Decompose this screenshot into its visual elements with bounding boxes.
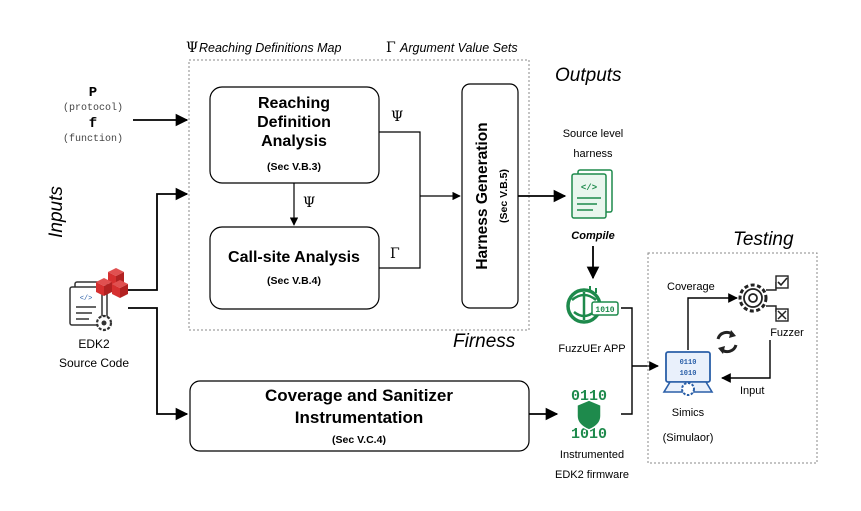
hg-sec: (Sec V.B.5) — [498, 169, 510, 223]
instr-line2: Instrumentation — [295, 408, 423, 427]
firmware-label-line1: Instrumented — [560, 449, 624, 461]
edk2-to-instrumentation-arrow — [128, 307, 189, 421]
outputs-to-simics-line — [621, 307, 633, 415]
rda-sec: (Sec V.B.3) — [267, 161, 321, 173]
function-letter: f — [89, 116, 97, 132]
harness-label-line1: Source level — [563, 128, 624, 140]
source-code-glyph: </> — [80, 295, 93, 303]
psi-label-a: Ψ — [391, 109, 403, 125]
firness-container — [188, 59, 530, 331]
csa-to-harness-line — [379, 196, 421, 269]
input-label: Input — [740, 385, 764, 397]
fuzzer-label: Fuzzer — [770, 327, 804, 339]
function-desc: (function) — [63, 133, 123, 145]
simics-computer-icon: 0110 1010 — [662, 351, 714, 396]
cycle-icon — [716, 330, 738, 354]
outputs-title: Outputs — [555, 65, 622, 86]
coverage-label: Coverage — [667, 281, 715, 293]
rda-line2: Definition — [257, 114, 331, 131]
harness-label-line2: harness — [573, 148, 613, 160]
cross-box-icon — [775, 308, 789, 322]
harness-file-icon: </> — [571, 169, 613, 219]
csa-sec: (Sec V.B.4) — [267, 275, 321, 287]
psi-legend-symbol: Ψ — [186, 40, 198, 56]
compile-label: Compile — [571, 230, 614, 242]
check-box-icon — [775, 275, 789, 289]
simics-label-line2: (Simulaor) — [663, 432, 714, 444]
instrumentation-box — [189, 380, 530, 452]
testing-container — [647, 252, 818, 464]
firmware-label-line2: EDK2 firmware — [555, 469, 629, 481]
firness-title: Firness — [453, 331, 516, 352]
instr-sec: (Sec V.C.4) — [332, 434, 386, 446]
fuzzer-gear-icon — [738, 282, 777, 313]
rda-to-harness-line — [379, 131, 421, 196]
gamma-legend-symbol: Γ — [386, 40, 396, 56]
psi-legend-label: Reaching Definitions Map — [199, 41, 341, 55]
edk2-logo-icon — [96, 268, 128, 298]
instr-line1: Coverage and Sanitizer — [265, 386, 453, 405]
firmware-binary-top: 0110 — [571, 388, 607, 405]
call-site-box — [209, 226, 380, 310]
simics-binary-bottom: 1010 — [680, 370, 697, 378]
edk2-to-rda-arrow — [128, 187, 189, 291]
simics-binary-top: 0110 — [680, 359, 697, 367]
instrumented-firmware-icon: 0110 1010 — [571, 388, 607, 443]
protocol-desc: (protocol) — [63, 102, 123, 114]
gamma-legend-label: Argument Value Sets — [399, 41, 518, 55]
fuzzer-to-simics-input-arrow — [721, 340, 771, 383]
protocol-letter: P — [89, 85, 97, 101]
hg-title: Harness Generation — [474, 122, 491, 269]
fuzzuer-binary: 1010 — [595, 306, 614, 315]
edk2-label-line2: Source Code — [59, 356, 129, 370]
rda-line3: Analysis — [261, 133, 327, 150]
legend: Ψ Reaching Definitions Map Γ Argument Va… — [186, 40, 518, 56]
inputs-title: Inputs — [46, 186, 67, 238]
fuzzuer-app-icon: 1010 — [566, 286, 619, 324]
gamma-label-a: Γ — [390, 246, 400, 262]
harness-file-glyph: </> — [581, 183, 597, 193]
testing-title: Testing — [733, 229, 794, 250]
simics-to-fuzzer-coverage-arrow — [687, 293, 738, 350]
firmware-binary-bottom: 1010 — [571, 426, 607, 443]
simics-label-line1: Simics — [672, 407, 705, 419]
edk2-label-line1: EDK2 — [78, 337, 110, 351]
csa-title: Call-site Analysis — [228, 249, 360, 266]
rda-line1: Reaching — [258, 95, 330, 112]
psi-label-b: Ψ — [303, 195, 315, 211]
fuzzuer-app-label: FuzzUEr APP — [558, 343, 625, 355]
